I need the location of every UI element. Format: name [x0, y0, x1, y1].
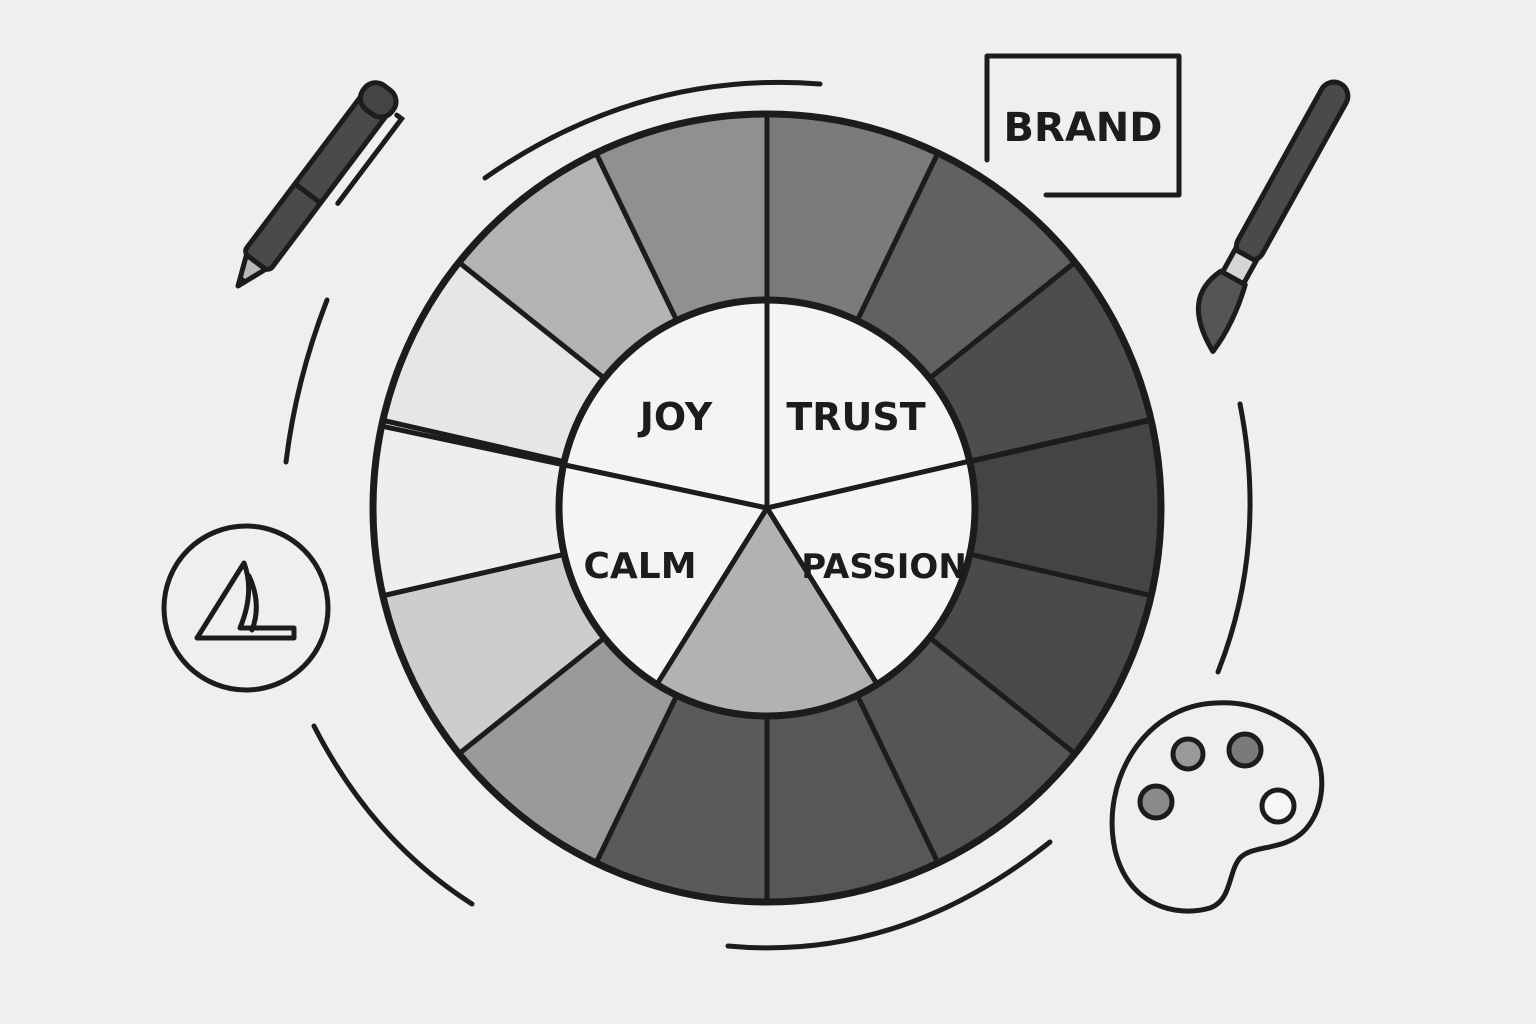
wheel-label-calm: CALM [583, 546, 696, 587]
emotion-color-wheel: JOY TRUST PASSION CALM [369, 110, 1165, 906]
wheel-divider [381, 423, 565, 468]
wheel-label-passion: PASSION [801, 547, 967, 587]
palette-paint-dot [1170, 736, 1206, 772]
wheel-outer-rim [369, 110, 1165, 906]
palette-paint-dot [1137, 783, 1175, 821]
palette-paint-dot [1226, 731, 1264, 769]
orbit-arc-right [1215, 401, 1253, 675]
brand-label: BRAND [1004, 105, 1163, 151]
paint-palette-icon [1109, 700, 1325, 914]
orbit-arc-bottom [725, 839, 1053, 951]
palette-paint-dot [1259, 787, 1297, 825]
wheel-divider [969, 416, 1152, 464]
orbit-arc-left-upper [283, 297, 330, 465]
orbit-arc-top [482, 79, 823, 181]
wheel-label-trust: TRUST [786, 395, 925, 439]
logo-triangle-icon [161, 523, 331, 693]
orbit-arc-left-lower [311, 723, 475, 907]
paintbrush-icon [1195, 79, 1351, 354]
pen-icon [235, 80, 406, 289]
brand-box: BRAND [984, 53, 1182, 198]
orbit-arcs [283, 79, 1253, 951]
wheel-label-joy: JOY [637, 395, 713, 439]
wheel-inner-rim [555, 296, 979, 720]
